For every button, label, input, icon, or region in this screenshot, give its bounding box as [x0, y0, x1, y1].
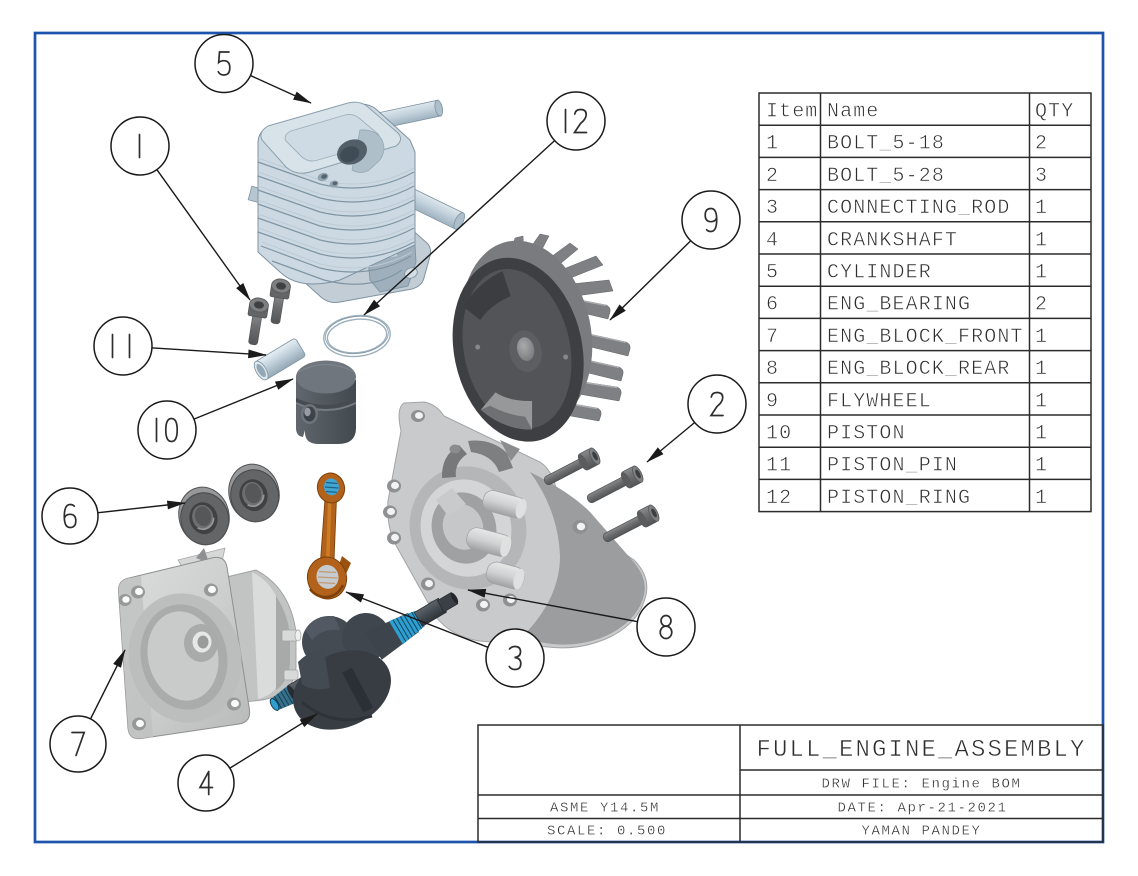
svg-text:PISTON: PISTON	[827, 423, 906, 446]
svg-text:PISTON_RING: PISTON_RING	[827, 487, 971, 510]
svg-text:1: 1	[1035, 326, 1048, 349]
svg-text:YAMAN PANDEY: YAMAN PANDEY	[861, 824, 981, 840]
svg-text:FLYWHEEL: FLYWHEEL	[827, 390, 932, 413]
svg-text:2: 2	[1035, 294, 1048, 317]
svg-text:1: 1	[1035, 197, 1048, 220]
svg-text:6: 6	[766, 294, 779, 317]
svg-text:7: 7	[766, 326, 779, 349]
svg-text:CRANKSHAFT: CRANKSHAFT	[827, 229, 958, 252]
svg-text:Name: Name	[827, 101, 879, 124]
svg-text:8: 8	[766, 358, 779, 381]
svg-text:4: 4	[766, 229, 779, 252]
svg-text:ASME Y14.5M: ASME Y14.5M	[550, 801, 660, 817]
svg-text:9: 9	[766, 390, 779, 413]
svg-text:BOLT_5-28: BOLT_5-28	[827, 165, 945, 188]
svg-text:CONNECTING_ROD: CONNECTING_ROD	[827, 197, 1010, 220]
svg-text:1: 1	[1035, 455, 1048, 478]
svg-text:ENG_BLOCK_FRONT: ENG_BLOCK_FRONT	[827, 326, 1024, 349]
svg-text:1: 1	[1035, 423, 1048, 446]
svg-text:SCALE: 0.500: SCALE: 0.500	[547, 824, 667, 840]
svg-text:1: 1	[766, 133, 779, 156]
svg-text:10: 10	[766, 423, 792, 446]
svg-text:ENG_BEARING: ENG_BEARING	[827, 294, 971, 317]
svg-text:2: 2	[1035, 133, 1048, 156]
svg-text:FULL_ENGINE_ASSEMBLY: FULL_ENGINE_ASSEMBLY	[756, 737, 1086, 764]
svg-text:1: 1	[1035, 358, 1048, 381]
svg-text:3: 3	[1035, 165, 1048, 188]
svg-text:1: 1	[1035, 487, 1048, 510]
svg-text:Item: Item	[766, 101, 818, 124]
svg-text:12: 12	[766, 487, 792, 510]
svg-text:3: 3	[766, 197, 779, 220]
svg-text:1: 1	[1035, 390, 1048, 413]
svg-text:DATE: Apr-21-2021: DATE: Apr-21-2021	[837, 801, 1007, 817]
svg-text:BOLT_5-18: BOLT_5-18	[827, 133, 945, 156]
svg-text:CYLINDER: CYLINDER	[827, 262, 932, 285]
svg-text:QTY: QTY	[1035, 101, 1074, 124]
svg-text:2: 2	[766, 165, 779, 188]
svg-text:PISTON_PIN: PISTON_PIN	[827, 455, 958, 478]
svg-text:11: 11	[766, 455, 792, 478]
svg-text:1: 1	[1035, 262, 1048, 285]
svg-text:5: 5	[766, 262, 779, 285]
svg-text:1: 1	[1035, 229, 1048, 252]
svg-text:ENG_BLOCK_REAR: ENG_BLOCK_REAR	[827, 358, 1010, 381]
svg-text:DRW FILE: Engine BOM: DRW FILE: Engine BOM	[821, 777, 1021, 793]
